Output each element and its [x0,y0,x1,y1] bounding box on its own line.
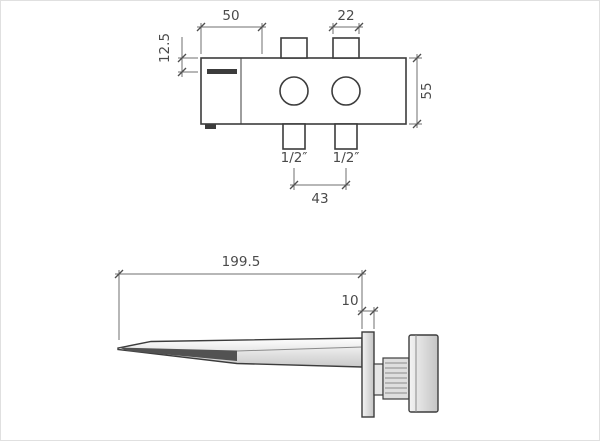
left-outlet-stub [282,123,306,150]
wall-plate [361,331,375,418]
left-control-circle [279,76,309,106]
spout-shadow [119,347,237,361]
dim-label-43: 43 [311,191,328,207]
dim-22: 22 [328,8,364,34]
spout-section-mark [207,69,237,74]
top-view: 50 22 12.5 55 [157,8,435,207]
dim-label-12-5: 12.5 [157,33,173,63]
dim-199-5: 199.5 [114,254,367,340]
dim-label-22: 22 [337,8,354,24]
right-inlet-square [332,37,360,59]
wall-flange [408,334,439,413]
valve-neck [373,363,384,396]
dim-label-55: 55 [419,82,435,99]
valve-cartridge [382,357,410,400]
connector-size-left-label: 1/2″ [281,150,308,166]
dim-50: 50 [196,8,267,54]
left-inlet-square [280,37,308,59]
dim-55: 55 [409,53,435,129]
dim-label-199-5: 199.5 [222,254,261,270]
spout-edge-line [236,346,363,352]
side-view: 199.5 10 [114,254,439,418]
dim-label-50: 50 [222,8,239,24]
dim-10: 10 [341,293,379,329]
connector-size-right-label: 1/2″ [333,150,360,166]
body-bottom-mark [205,124,216,129]
right-control-circle [331,76,361,106]
dim-12-5: 12.5 [157,33,198,77]
right-outlet-stub [334,123,358,150]
dim-43: 43 [289,168,351,207]
dim-label-10: 10 [341,293,358,309]
